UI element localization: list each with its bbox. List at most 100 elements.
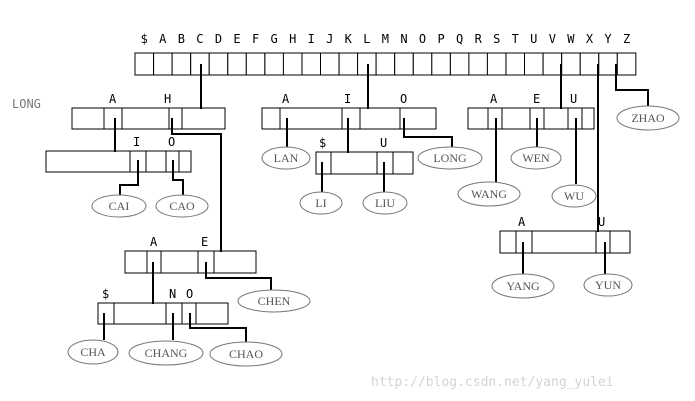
edge-cha-o — [189, 313, 247, 342]
leaf-shape — [128, 340, 204, 366]
node-cha: $ N O — [97, 287, 229, 325]
root-letter-label: K — [345, 32, 353, 46]
node-cell — [595, 230, 611, 254]
node-cell — [261, 107, 281, 130]
node-label: E — [533, 92, 540, 106]
root-cell — [320, 52, 340, 76]
node-li: $ U — [315, 136, 414, 175]
node-cell — [195, 302, 229, 325]
leaf-cha: CHA — [67, 339, 119, 365]
root-letter-label: V — [549, 32, 556, 46]
root-letter-label: Q — [456, 32, 463, 46]
leaf-yun: YUN — [583, 273, 633, 297]
leaf-label: CHEN — [258, 294, 291, 308]
node-label: A — [282, 92, 290, 106]
leaf-label: CAI — [109, 199, 130, 213]
root-letter-label: J — [326, 32, 333, 46]
node-cell — [341, 107, 361, 130]
node-cell — [279, 107, 343, 130]
leaf-zhao: ZHAO — [616, 105, 680, 131]
node-cell — [330, 151, 378, 175]
edges — [103, 64, 649, 342]
root-cell — [357, 52, 377, 76]
root-letter-label: D — [215, 32, 222, 46]
leaf-shape — [551, 184, 597, 208]
leaf-shape — [616, 105, 680, 131]
root-cell — [264, 52, 284, 76]
leaf-chao: CHAO — [209, 341, 283, 367]
edge-c-h — [171, 118, 222, 252]
node-cell — [213, 250, 257, 274]
leaf-shape — [510, 146, 562, 170]
root-letter-label: X — [586, 32, 594, 46]
root-cell — [486, 52, 507, 76]
root-letter-label: B — [178, 32, 185, 46]
leaf-shape — [91, 194, 147, 218]
node-label: A — [150, 235, 158, 249]
node-label: U — [380, 136, 387, 150]
root-cell — [598, 52, 618, 76]
node-cell — [124, 250, 148, 274]
leaf-shape — [67, 339, 119, 365]
root-cell — [245, 52, 266, 76]
node-cell — [609, 230, 631, 254]
node-label: A — [518, 215, 526, 229]
node-label: E — [201, 235, 208, 249]
root-letter-label: I — [308, 32, 315, 46]
leaf-long: LONG — [417, 146, 483, 170]
node-cell — [178, 150, 192, 173]
node-cell — [359, 107, 401, 130]
leaf-shape — [491, 273, 555, 299]
root-cell — [301, 52, 322, 76]
root-letter-label: F — [252, 32, 259, 46]
node-cell — [168, 107, 183, 130]
node-cell — [581, 107, 595, 130]
root-letter-label: U — [530, 32, 537, 46]
leaf-wang: WANG — [457, 181, 521, 207]
root-letter-label: A — [159, 32, 167, 46]
leaf-label: YUN — [595, 278, 621, 292]
root-letter-label: H — [289, 32, 296, 46]
root-letter-label: G — [270, 32, 277, 46]
node-ca: I O — [45, 135, 192, 173]
root-letter-label: L — [363, 32, 370, 46]
node-cell — [113, 302, 167, 325]
node-label: O — [400, 92, 407, 106]
root-letter-label: $ — [141, 32, 148, 46]
leaf-chen: CHEN — [237, 289, 311, 313]
root-letter-label: N — [400, 32, 407, 46]
node-cell — [160, 250, 199, 274]
leaf-lan: LAN — [261, 146, 311, 170]
leaves: CAI CAO CHEN CHA CHANG CHAO LAN LONG — [67, 105, 680, 367]
leaf-shape — [209, 341, 283, 367]
root-cell — [449, 52, 470, 76]
root-cell — [394, 52, 414, 76]
leaf-shape — [299, 191, 343, 215]
node-cell — [467, 107, 489, 130]
leaf-label: ZHAO — [631, 111, 665, 125]
node-cell — [543, 107, 569, 130]
root-letter-label: O — [419, 32, 426, 46]
root-letter-label: M — [382, 32, 389, 46]
leaf-li: LI — [299, 191, 343, 215]
node-label: I — [344, 92, 351, 106]
watermark: http://blog.csdn.net/yang_yulei — [371, 375, 614, 390]
node-cell — [45, 150, 131, 173]
node-l: A I O — [261, 92, 437, 130]
side-label: LONG — [12, 97, 41, 111]
root-cell — [431, 52, 451, 76]
node-label: A — [490, 92, 498, 106]
node-label: $ — [102, 287, 109, 301]
node-label: O — [186, 287, 193, 301]
edge-l-o — [403, 118, 453, 148]
root-letter-label: C — [196, 32, 203, 46]
node-label: H — [164, 92, 171, 106]
leaf-label: CHANG — [145, 346, 188, 360]
root-cell — [524, 52, 544, 76]
node-ch: A E — [124, 235, 257, 274]
leaf-cao: CAO — [155, 194, 209, 218]
node-c: A H — [71, 92, 226, 130]
edge-ca-o — [172, 160, 184, 195]
